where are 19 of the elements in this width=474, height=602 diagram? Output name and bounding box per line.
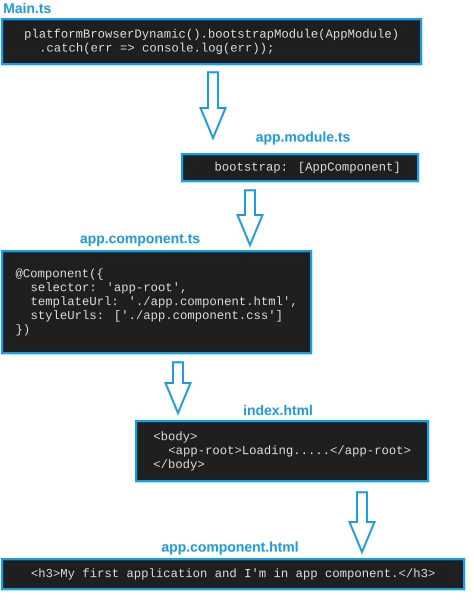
code-box: @Component({ selector: 'app-root', templateUrl: './app.component.html', styleUrls: ['./app.component.css'] }) — [1, 250, 312, 354]
node-label: }) — [16, 324, 28, 336]
node-label: selector: 'app-root', — [32, 282, 184, 294]
node-label: styleUrls: ['./app.component.css'] — [32, 310, 280, 322]
hollow-arrow — [348, 491, 376, 555]
file-heading: Main.ts — [4, 2, 51, 14]
file-heading: app.module.ts — [256, 132, 350, 144]
file-heading: app.component.html — [162, 542, 298, 554]
hollow-arrow — [164, 361, 192, 416]
hollow-arrow — [199, 71, 227, 141]
code-box: platformBrowserDynamic().bootstrapModule(AppModule) .catch(err => console.log(err)); — [1, 18, 422, 66]
file-heading: index.html — [244, 404, 312, 416]
hollow-arrow — [236, 189, 264, 248]
node-label: @Component({ — [16, 268, 103, 280]
file-heading: app.component.ts — [80, 234, 200, 246]
code-box: <body> <app-root>Loading.....</app-root> </body> — [135, 420, 430, 482]
node-label: templateUrl: './app.component.html', — [32, 296, 294, 308]
code-box: bootstrap: [AppComponent] — [181, 153, 420, 182]
code-box: <h3>My first application and I'm in app component.</h3> — [1, 558, 466, 590]
